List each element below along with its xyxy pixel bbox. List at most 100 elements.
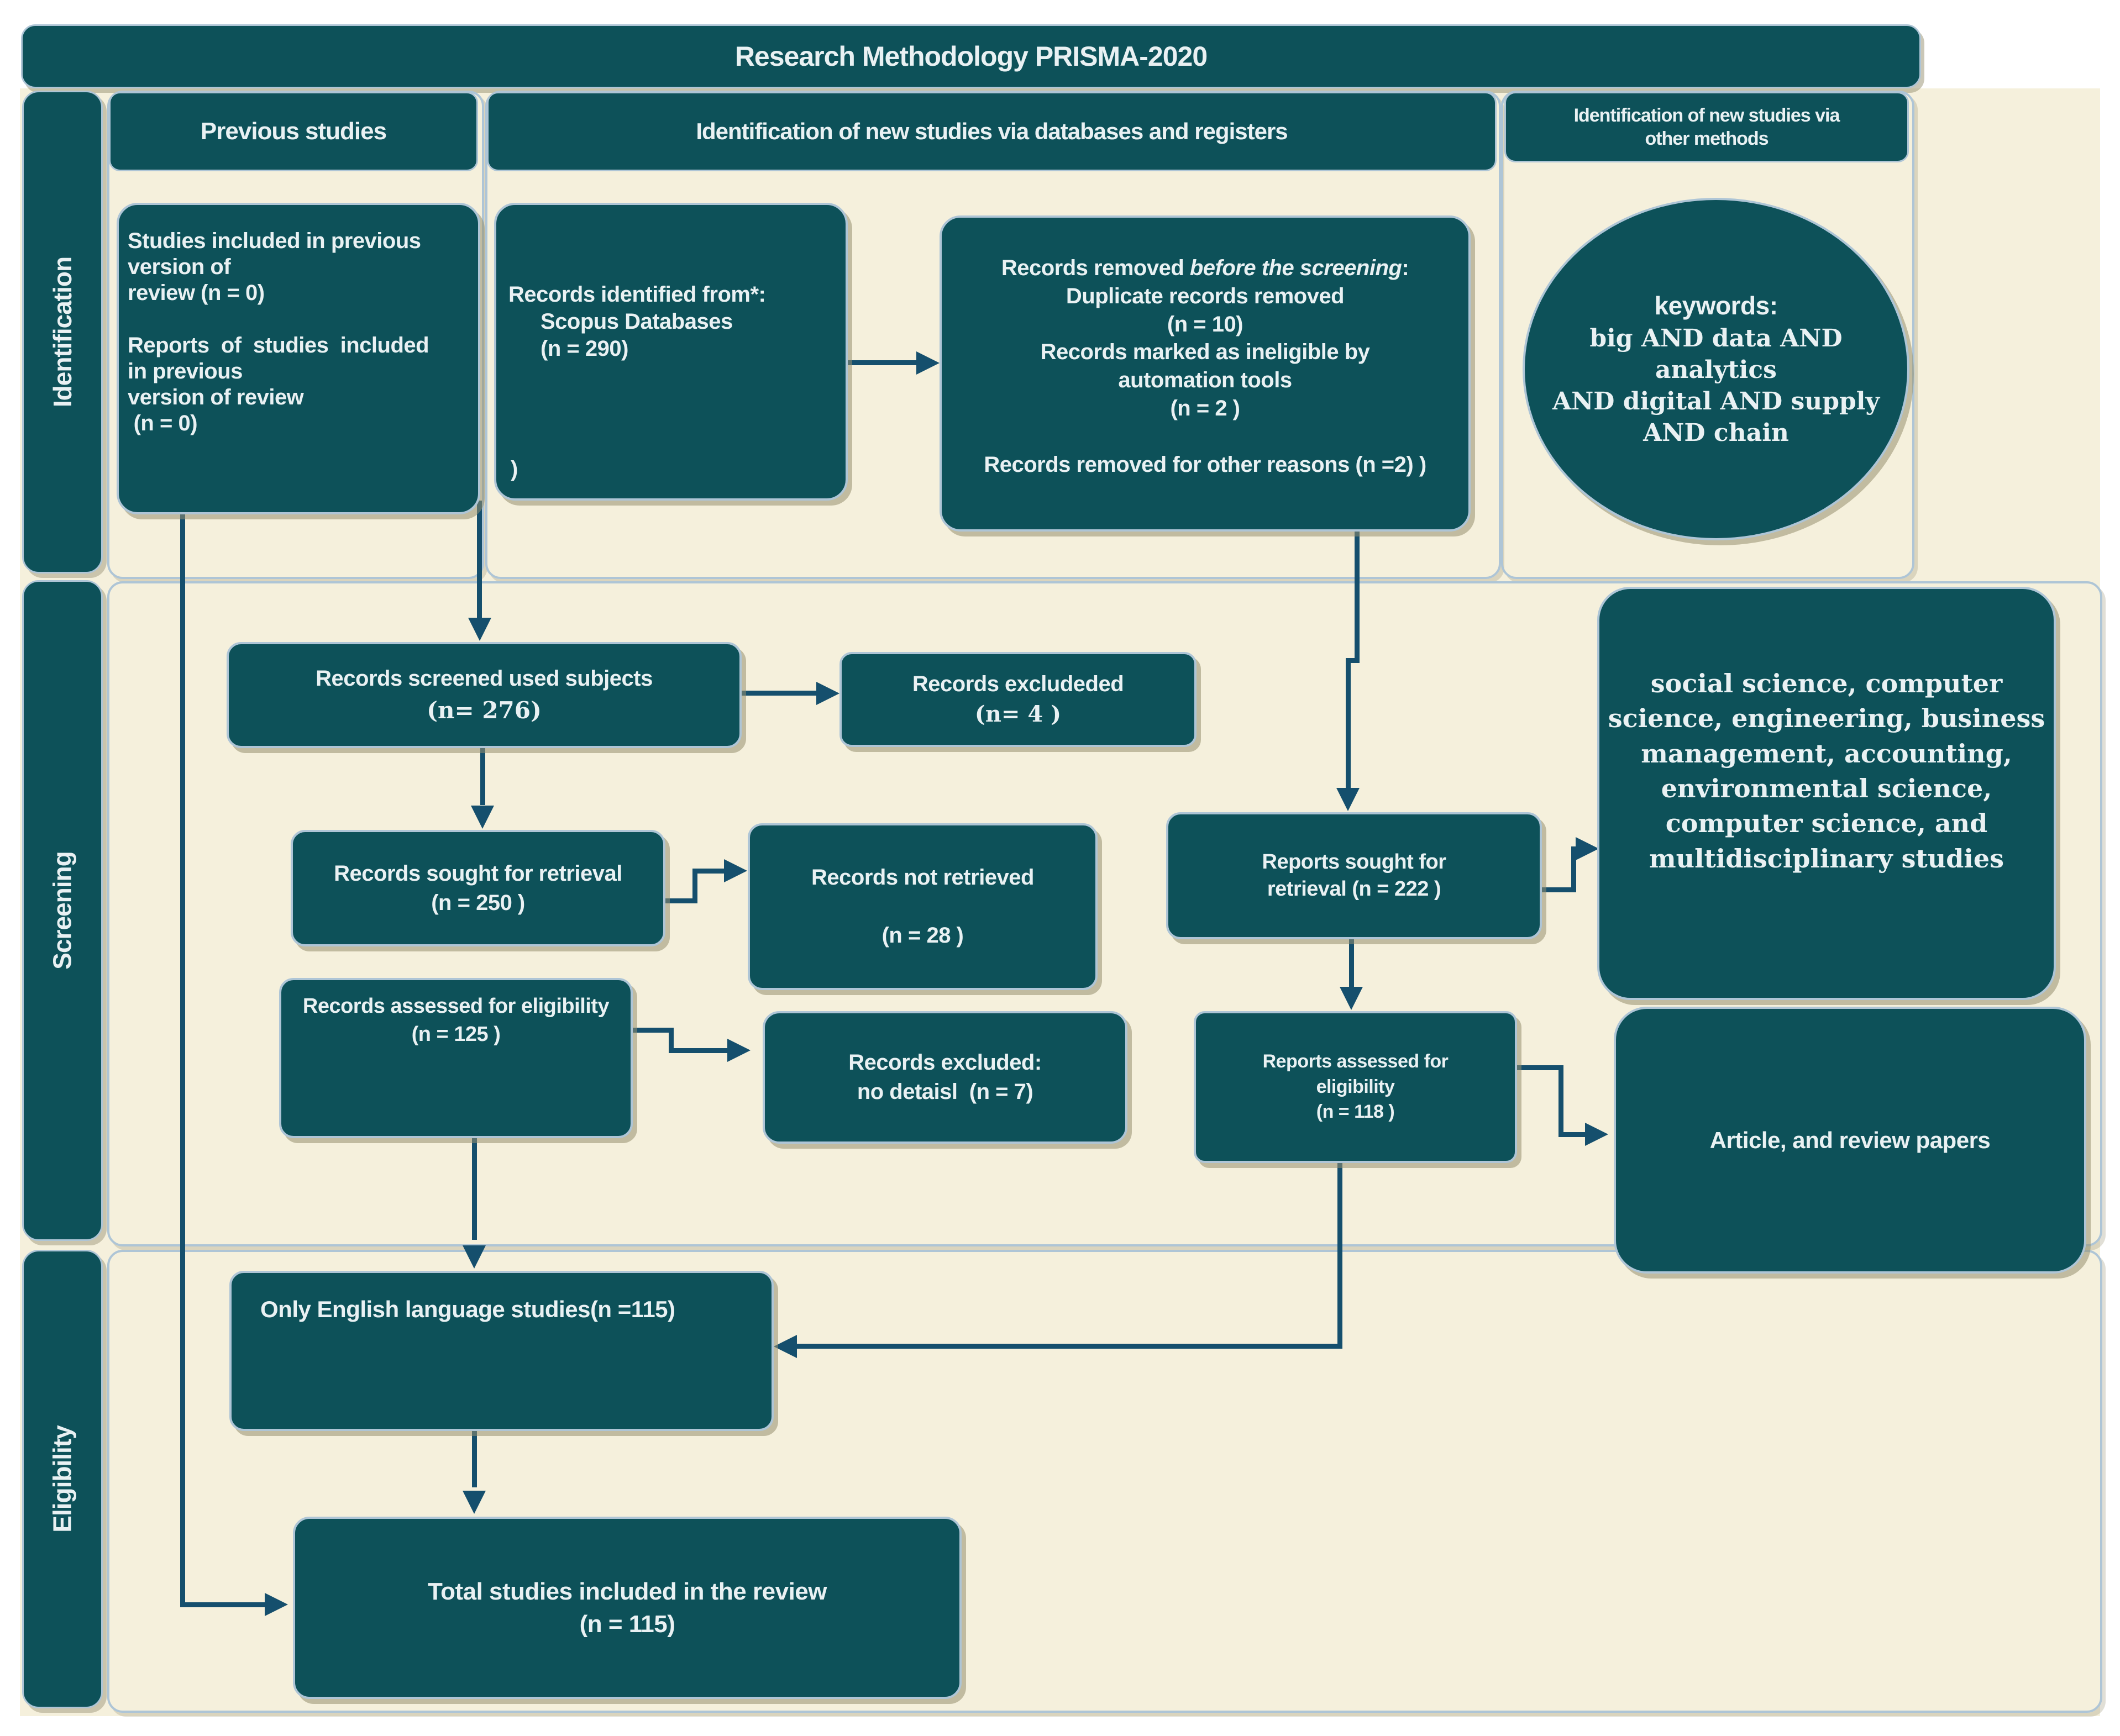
box-subject-areas-line: multidisciplinary studies <box>1649 843 2004 874</box>
box-records-removed-line: (n = 2 ) <box>1170 396 1240 420</box>
arrowhead-sought-to-notretrieved <box>724 859 747 882</box>
arrowhead-assessed-to-nodetails <box>727 1039 751 1062</box>
box-reports-assessed-line3: (n = 118 ) <box>1316 1101 1395 1123</box>
arrow-sought-to-notretrieved-1 <box>665 898 697 903</box>
box-records-identified-stray-paren: ) <box>511 457 518 482</box>
box-reports-assessed: Reports assessed for eligibility (n = 11… <box>1194 1011 1517 1163</box>
box-records-removed-line: Records marked as ineligible by <box>1040 340 1370 365</box>
box-previous-studies-line: in previous <box>128 359 243 383</box>
box-records-removed-line <box>942 423 1468 451</box>
arrow-sought-to-notretrieved-2 <box>692 869 697 903</box>
box-total-included-line1: Total studies included in the review <box>428 1577 827 1605</box>
box-records-removed-line: automation tools <box>1118 368 1292 393</box>
box-records-screened-line1: Records screened used subjects <box>316 666 653 691</box>
box-records-excluded: Records excludeded (n= 4 ) <box>839 652 1197 747</box>
box-records-identified-line2: Scopus Databases <box>541 309 733 334</box>
box-records-sought: Records sought for retrieval (n = 250 ) <box>291 830 665 946</box>
box-reports-assessed-line2: eligibility <box>1316 1076 1395 1097</box>
arrowhead-reportsassessed-to-english <box>774 1335 797 1358</box>
box-previous-studies-line: version of <box>128 255 231 280</box>
box-subject-areas-line: environmental science, <box>1661 774 1992 803</box>
box-english-only-line1: Only English language studies(n =115) <box>260 1296 675 1322</box>
box-previous-studies-line: Studies included in previous <box>128 229 421 253</box>
box-reports-sought-line1: Reports sought for <box>1262 850 1446 874</box>
box-subject-areas-line: management, accounting, <box>1641 738 2012 769</box>
arrow-removed-to-reportssought-2 <box>1346 658 1360 663</box>
region-screening <box>107 581 2102 1246</box>
arrowhead-identified-to-screened <box>468 618 491 641</box>
box-article-review-line1: Article, and review papers <box>1709 1127 1991 1153</box>
header-other-methods-line2: other methods <box>1645 128 1769 149</box>
arrow-reportsassessed-to-english-1 <box>1337 1162 1342 1349</box>
box-records-sought-line1: Records sought for retrieval <box>334 861 622 886</box>
box-records-identified: Records identified from*: Scopus Databas… <box>494 203 848 501</box>
box-previous-studies-line: Reports of studies included <box>128 333 429 357</box>
arrow-screened-to-excluded <box>742 691 817 696</box>
header-other-methods-line1: Identification of new studies via <box>1573 104 1840 126</box>
diagram-title: Research Methodology PRISMA-2020 <box>734 41 1208 72</box>
box-records-removed-line1: Records removed before the screening: <box>942 254 1468 282</box>
ellipse-keywords: keywords: big AND data AND analytics AND… <box>1523 198 1909 540</box>
arrowhead-reportsassessed-to-article <box>1585 1123 1608 1146</box>
box-records-removed-line: Duplicate records removed <box>1066 283 1345 308</box>
phase-screening: Screening <box>22 580 103 1241</box>
ellipse-keywords-heading: keywords: <box>1654 291 1778 320</box>
arrow-reportssought-to-subjects-1 <box>1542 887 1576 892</box>
arrow-assessed-to-nodetails-1 <box>633 1028 674 1033</box>
box-subject-areas-line: computer science, and <box>1665 808 1988 839</box>
box-english-only: Only English language studies(n =115) <box>229 1271 774 1431</box>
phase-eligibility: Eligibility <box>22 1250 103 1708</box>
ellipse-keywords-line: big AND data AND analytics <box>1589 324 1843 384</box>
box-records-not-retrieved: Records not retrieved (n = 28 ) <box>748 823 1098 990</box>
box-records-screened-line2: (n= 276) <box>427 697 542 724</box>
arrow-removed-to-reportssought-3 <box>1346 658 1351 792</box>
box-records-sought-line2: (n = 250 ) <box>431 890 525 915</box>
box-records-not-retrieved-line2: (n = 28 ) <box>881 923 964 948</box>
arrowhead-screened-to-sought <box>471 806 494 829</box>
phase-eligibility-label: Eligibility <box>48 1425 77 1533</box>
header-other-methods: Identification of new studies via other … <box>1504 92 1909 162</box>
box-subject-areas: social science, computer science, engine… <box>1597 587 2056 1000</box>
arrow-identified-to-screened <box>477 501 482 618</box>
ellipse-keywords-line: AND digital AND supply <box>1552 387 1880 415</box>
box-total-included: Total studies included in the review (n … <box>293 1517 962 1699</box>
box-article-review: Article, and review papers <box>1614 1007 2086 1274</box>
header-databases-registers: Identification of new studies via databa… <box>487 92 1497 171</box>
box-records-screened: Records screened used subjects (n= 276) <box>227 642 742 748</box>
arrow-reportssought-to-reportsassessed <box>1349 938 1354 989</box>
arrow-reportsassessed-to-english-2 <box>796 1344 1342 1349</box>
box-records-assessed: Records assessed for eligibility (n = 12… <box>279 978 633 1138</box>
phase-identification-label: Identification <box>48 256 77 408</box>
arrow-reportssought-to-subjects-2 <box>1571 846 1576 892</box>
box-records-removed: Records removed before the screening: Du… <box>940 215 1471 532</box>
arrow-removed-to-reportssought-1 <box>1355 529 1360 663</box>
box-records-removed-line1-post: : <box>1402 256 1409 280</box>
box-subject-areas-line: social science, computer <box>1650 668 2003 698</box>
box-records-excluded-details-line2: no detaisl (n = 7) <box>857 1080 1033 1104</box>
box-records-not-retrieved-line1: Records not retrieved <box>811 865 1034 890</box>
box-records-excluded-details: Records excluded: no detaisl (n = 7) <box>763 1011 1127 1144</box>
box-records-excluded-details-line1: Records excluded: <box>848 1050 1042 1075</box>
box-records-assessed-line2: (n = 125 ) <box>411 1023 501 1046</box>
header-databases-registers-label: Identification of new studies via databa… <box>696 118 1288 144</box>
box-previous-studies-line: (n = 0) <box>128 411 198 436</box>
arrowhead-reportssought-to-reportsassessed <box>1340 987 1363 1010</box>
diagram-title-bar: Research Methodology PRISMA-2020 <box>21 24 1921 88</box>
arrow-identified-to-removed <box>848 360 920 365</box>
arrow-reportsassessed-to-article-1 <box>1517 1065 1563 1070</box>
phase-screening-label: Screening <box>48 851 77 970</box>
arrowhead-previous-to-total <box>265 1593 288 1616</box>
box-records-removed-line: (n = 10) <box>1167 312 1243 336</box>
arrow-reportsassessed-to-article-2 <box>1558 1065 1563 1137</box>
box-total-included-line2: (n = 115) <box>579 1611 675 1638</box>
region-eligibility <box>107 1250 2102 1713</box>
box-previous-studies-line: version of review <box>128 385 304 410</box>
box-records-excluded-line2: (n= 4 ) <box>974 701 1062 727</box>
arrowhead-english-to-total <box>463 1491 486 1514</box>
arrow-screened-to-sought <box>480 748 485 805</box>
header-previous-studies: Previous studies <box>109 92 478 171</box>
arrow-previous-to-total-horizontal <box>180 1602 266 1607</box>
arrowhead-reportssought-to-subjects <box>1576 837 1599 860</box>
box-records-identified-line1: Records identified from*: <box>508 282 766 307</box>
